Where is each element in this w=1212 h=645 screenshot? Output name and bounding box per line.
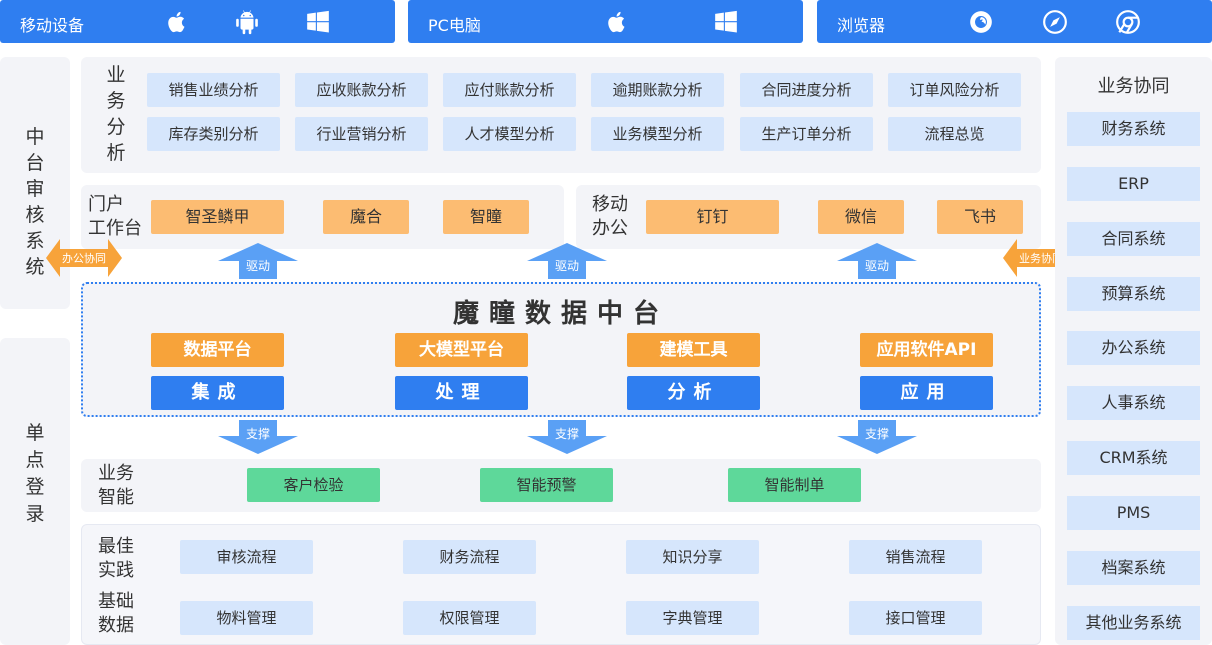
business-analysis-item[interactable]: 行业营销分析: [295, 117, 428, 151]
biz-intel-item[interactable]: 智能制单: [728, 468, 861, 502]
platform-chip[interactable]: 数据平台: [151, 333, 284, 367]
function-chip[interactable]: 分析: [627, 376, 760, 410]
base-data-item[interactable]: 字典管理: [626, 601, 759, 635]
sso-label: 单点登录: [25, 422, 45, 525]
best-practice-item[interactable]: 销售流程: [849, 540, 982, 574]
base-data-label-2: 数据: [98, 615, 134, 636]
business-analysis-label: 业务分析: [106, 64, 126, 164]
collab-item[interactable]: 预算系统: [1067, 277, 1200, 311]
biz-intel-item[interactable]: 客户检验: [247, 468, 380, 502]
best-practice-label-1: 最佳: [98, 536, 134, 557]
biz-intel-item[interactable]: 智能预警: [480, 468, 613, 502]
drive-arrow: 驱动: [837, 243, 917, 279]
biz-collab-label: 业务协同: [1019, 251, 1063, 265]
business-analysis-item[interactable]: 逾期账款分析: [591, 73, 724, 107]
sso-panel: [0, 338, 70, 645]
support-arrow-label: 支撑: [555, 426, 579, 441]
collab-item[interactable]: 人事系统: [1067, 386, 1200, 420]
firefox-icon: [970, 11, 992, 33]
drive-arrow-label: 驱动: [555, 259, 579, 273]
middle-platform-label: 中台审核系统: [25, 126, 45, 278]
collab-item[interactable]: 其他业务系统: [1067, 606, 1200, 640]
base-data-item[interactable]: 权限管理: [403, 601, 536, 635]
drive-arrow: 驱动: [218, 243, 298, 279]
mobile-title: 移动设备: [20, 16, 85, 35]
business-analysis-item[interactable]: 库存类别分析: [147, 117, 280, 151]
biz-intel-label-1: 业务: [98, 463, 134, 484]
biz-intel-label-2: 智能: [98, 487, 134, 508]
best-practice-item[interactable]: 知识分享: [626, 540, 759, 574]
portal-label-2: 工作台: [88, 218, 142, 239]
business-analysis-item[interactable]: 应付账款分析: [443, 73, 576, 107]
mobile-office-item[interactable]: 飞书: [937, 200, 1023, 234]
best-practice-label: 最佳 实践: [98, 535, 134, 583]
collab-item[interactable]: ERP: [1067, 167, 1200, 201]
best-practice-label-2: 实践: [98, 560, 134, 581]
function-chip[interactable]: 集成: [151, 376, 284, 410]
function-chip[interactable]: 应用: [860, 376, 993, 410]
business-analysis-item[interactable]: 应收账款分析: [295, 73, 428, 107]
pc-title: PC电脑: [428, 16, 481, 35]
collab-item[interactable]: PMS: [1067, 496, 1200, 530]
data-center-title: 魔瞳数据中台: [452, 299, 669, 329]
mobile-office-label: 移动 办公: [592, 193, 628, 241]
biz-collab-arrow: 业务协同: [1003, 239, 1079, 277]
portal-item[interactable]: 智圣鳞甲: [151, 200, 284, 234]
business-analysis-item[interactable]: 人才模型分析: [443, 117, 576, 151]
office-collab-label: 办公协同: [62, 251, 106, 265]
drive-arrow: 驱动: [527, 243, 607, 279]
android-icon: [236, 10, 258, 35]
business-analysis-item[interactable]: 合同进度分析: [740, 73, 873, 107]
chrome-icon: [1116, 10, 1140, 34]
safari-icon: [1043, 10, 1067, 34]
base-data-label: 基础 数据: [98, 590, 134, 638]
drive-arrow-label: 驱动: [246, 259, 270, 273]
business-analysis-item[interactable]: 业务模型分析: [591, 117, 724, 151]
portal-item[interactable]: 智瞳: [443, 200, 529, 234]
platform-chip[interactable]: 建模工具: [627, 333, 760, 367]
collab-title: 业务协同: [1097, 76, 1170, 97]
best-practice-item[interactable]: 审核流程: [180, 540, 313, 574]
business-analysis-item[interactable]: 流程总览: [888, 117, 1021, 151]
base-data-label-1: 基础: [98, 591, 134, 612]
windows-icon: [307, 10, 329, 33]
support-arrow-label: 支撑: [865, 426, 889, 441]
windows-icon: [715, 10, 737, 33]
collab-item[interactable]: CRM系统: [1067, 441, 1200, 475]
portal-label-1: 门户: [88, 194, 124, 215]
apple-icon: [168, 11, 185, 33]
collab-item[interactable]: 财务系统: [1067, 112, 1200, 146]
top-bar-mobile: 移动设备: [0, 0, 395, 43]
top-bar-pc: PC电脑: [408, 0, 803, 43]
apple-icon: [608, 11, 625, 33]
base-data-item[interactable]: 接口管理: [849, 601, 982, 635]
portal-item[interactable]: 魔合: [323, 200, 409, 234]
support-arrow-label: 支撑: [246, 426, 270, 441]
mobile-office-item[interactable]: 钉钉: [646, 200, 779, 234]
business-analysis-item[interactable]: 订单风险分析: [888, 73, 1021, 107]
top-bar-browser: 浏览器: [817, 0, 1212, 43]
portal-label: 门户 工作台: [88, 193, 142, 241]
business-analysis-item[interactable]: 生产订单分析: [740, 117, 873, 151]
support-arrow: 支撑: [527, 420, 607, 454]
office-collab-arrow: 办公协同: [46, 239, 122, 277]
support-arrow: 支撑: [218, 420, 298, 454]
business-analysis-item[interactable]: 销售业绩分析: [147, 73, 280, 107]
collab-item[interactable]: 合同系统: [1067, 222, 1200, 256]
drive-arrow-label: 驱动: [865, 259, 889, 273]
base-data-item[interactable]: 物料管理: [180, 601, 313, 635]
browser-title: 浏览器: [837, 16, 886, 35]
mobile-office-item[interactable]: 微信: [818, 200, 904, 234]
function-chip[interactable]: 处理: [395, 376, 528, 410]
biz-intel-label: 业务 智能: [98, 462, 134, 510]
collab-item[interactable]: 办公系统: [1067, 331, 1200, 365]
mobile-office-label-1: 移动: [592, 194, 628, 215]
mobile-office-label-2: 办公: [592, 218, 628, 239]
collab-item[interactable]: 档案系统: [1067, 551, 1200, 585]
platform-chip[interactable]: 大模型平台: [395, 333, 528, 367]
platform-chip[interactable]: 应用软件API: [860, 333, 993, 367]
support-arrow: 支撑: [837, 420, 917, 454]
best-practice-item[interactable]: 财务流程: [403, 540, 536, 574]
